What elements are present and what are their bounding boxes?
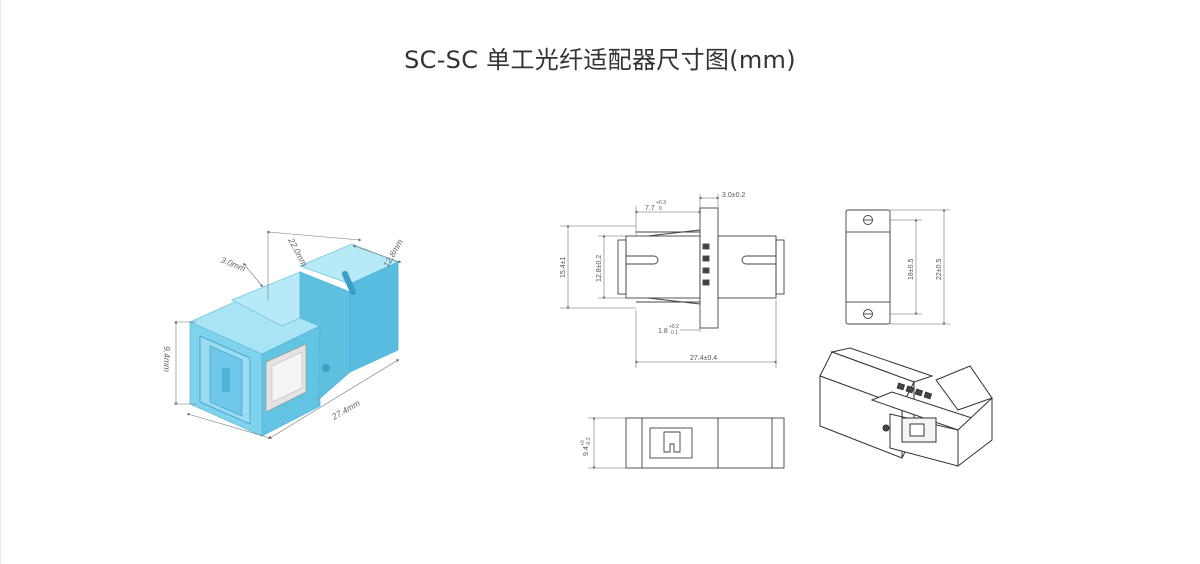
front-dim-total-length: 27.4±0.4 [690, 355, 717, 362]
bottom-dim-height: 9.4 [583, 446, 590, 456]
adapter-photo [189, 243, 400, 437]
side-view-drawing [845, 209, 891, 325]
front-dim-top-width: 7.7 [645, 205, 655, 212]
photo-dim-top-length: 22.0mm [286, 235, 310, 268]
photo-dimension-lines [174, 230, 402, 440]
photo-dim-length: 27.4mm [329, 398, 361, 423]
side-dim-hole-spacing: 18±0.5 [908, 259, 915, 280]
bottom-view-dimension-lines [588, 416, 626, 470]
front-view-dimension-lines [560, 194, 778, 368]
photo-dim-height: 9.4mm [162, 346, 172, 372]
bottom-dim-tol-upper: +0 [580, 440, 586, 446]
front-dim-flange: 3.0±0.2 [722, 192, 745, 199]
front-dim-gap-tol-upper: +0.2 [669, 324, 679, 330]
photo-dim-flange: 3.0mm [219, 255, 247, 274]
front-view-drawing [617, 207, 785, 329]
isometric-line-drawing [819, 347, 993, 468]
front-dim-top-tol-lower: 0 [659, 206, 662, 212]
bottom-dim-tol-lower: -0.2 [586, 437, 592, 446]
front-dim-top-tol-upper: +0.3 [656, 200, 666, 206]
front-dim-gap-tol-lower: 0.1 [671, 330, 678, 336]
page-title: SC-SC 单工光纤适配器尺寸图(mm) [404, 46, 796, 74]
bottom-view-drawing [625, 417, 785, 469]
left-border [0, 0, 1, 564]
side-view-dimension-lines [890, 208, 950, 326]
front-dim-gap: 1.8 [658, 328, 668, 335]
front-dim-inner-height: 12.8±0.2 [596, 255, 603, 282]
front-dim-outer-height: 15.4±1 [560, 257, 567, 278]
side-dim-height: 22±0.5 [936, 259, 943, 280]
